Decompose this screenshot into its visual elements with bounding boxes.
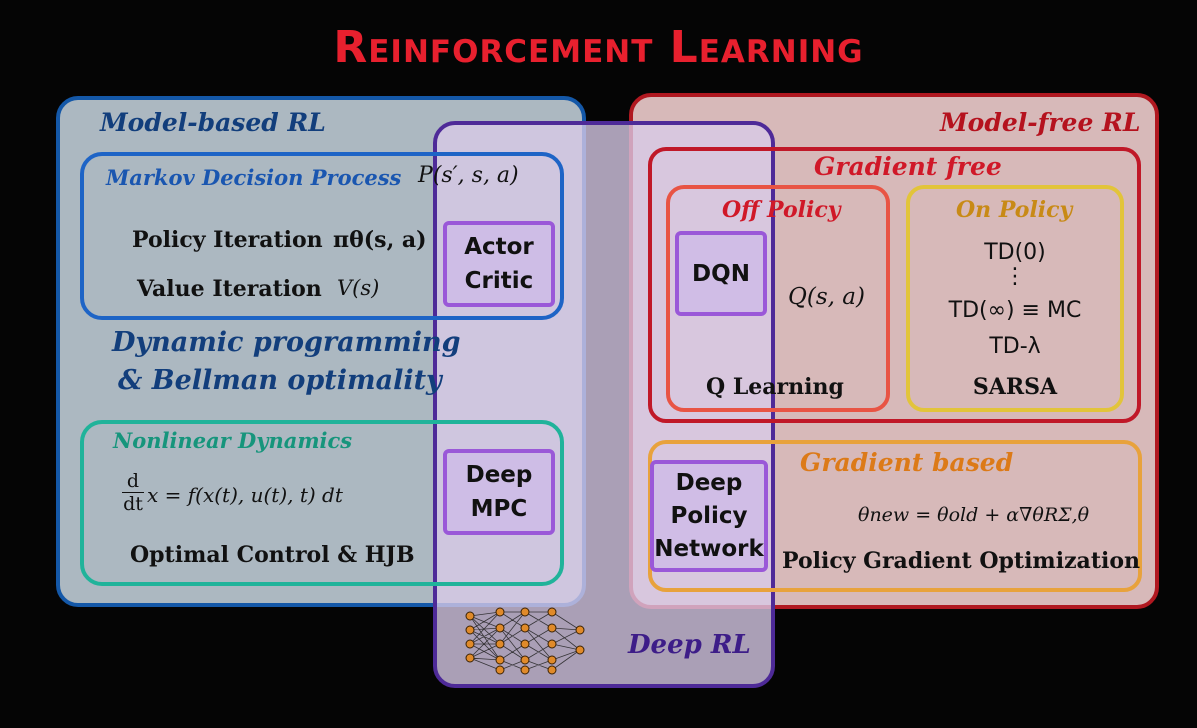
td0-label: TD(0) [906,240,1124,265]
dpn-line1: Deep [654,467,764,500]
value-iteration-label: Value Iteration [137,276,322,302]
policy-iteration-label: Policy Iteration [132,227,323,253]
optimal-control-label: Optimal Control & HJB [130,542,415,568]
actor-critic-line1: Actor [464,230,534,264]
nonlinear-dynamics-label: Nonlinear Dynamics [113,428,352,453]
deep-policy-network-box: Deep Policy Network [650,460,768,572]
page-title: Reinforcement Learning [0,22,1197,73]
off-policy-label: Off Policy [722,197,841,223]
dp-label-line2: & Bellman optimality [118,365,442,396]
dqn-label: DQN [692,257,750,291]
q-learning-label: Q Learning [706,374,844,400]
actor-critic-line2: Critic [464,264,534,298]
model-free-label: Model-free RL [940,108,1140,137]
gradient-free-label: Gradient free [814,152,1002,181]
mdp-formula: P(s′, s, a) [418,163,519,188]
deep-mpc-line1: Deep [466,458,533,492]
derivative-fraction: d dt [122,470,144,515]
td-lambda-label: TD-λ [906,334,1124,359]
policy-iteration-formula: πθ(s, a) [333,227,427,253]
dpn-line3: Network [654,533,764,566]
neural-network-icon [462,606,588,676]
vertical-ellipsis: ⋮ [906,266,1124,288]
dpn-line2: Policy [654,500,764,533]
dqn-box: DQN [675,231,767,316]
model-based-label: Model-based RL [100,108,326,137]
dp-label-line1: Dynamic programming [112,327,461,358]
value-iteration-formula: V(s) [337,276,379,300]
nonlinear-formula: x = f(x(t), u(t), t) dt [147,483,343,507]
derivative-numerator: d [122,470,144,492]
sarsa-label: SARSA [906,374,1124,400]
policy-gradient-formula: θnew = θold + α∇θRΣ,θ [858,504,1089,526]
q-formula: Q(s, a) [788,284,865,310]
derivative-denominator: dt [122,493,144,515]
policy-gradient-label: Policy Gradient Optimization [782,548,1140,574]
on-policy-label: On Policy [956,197,1072,223]
deep-mpc-line2: MPC [466,492,533,526]
mdp-label: Markov Decision Process [106,165,401,190]
deep-rl-label: Deep RL [628,630,751,660]
td-infinity-label: TD(∞) ≡ MC [906,298,1124,323]
gradient-based-label: Gradient based [800,448,1013,477]
